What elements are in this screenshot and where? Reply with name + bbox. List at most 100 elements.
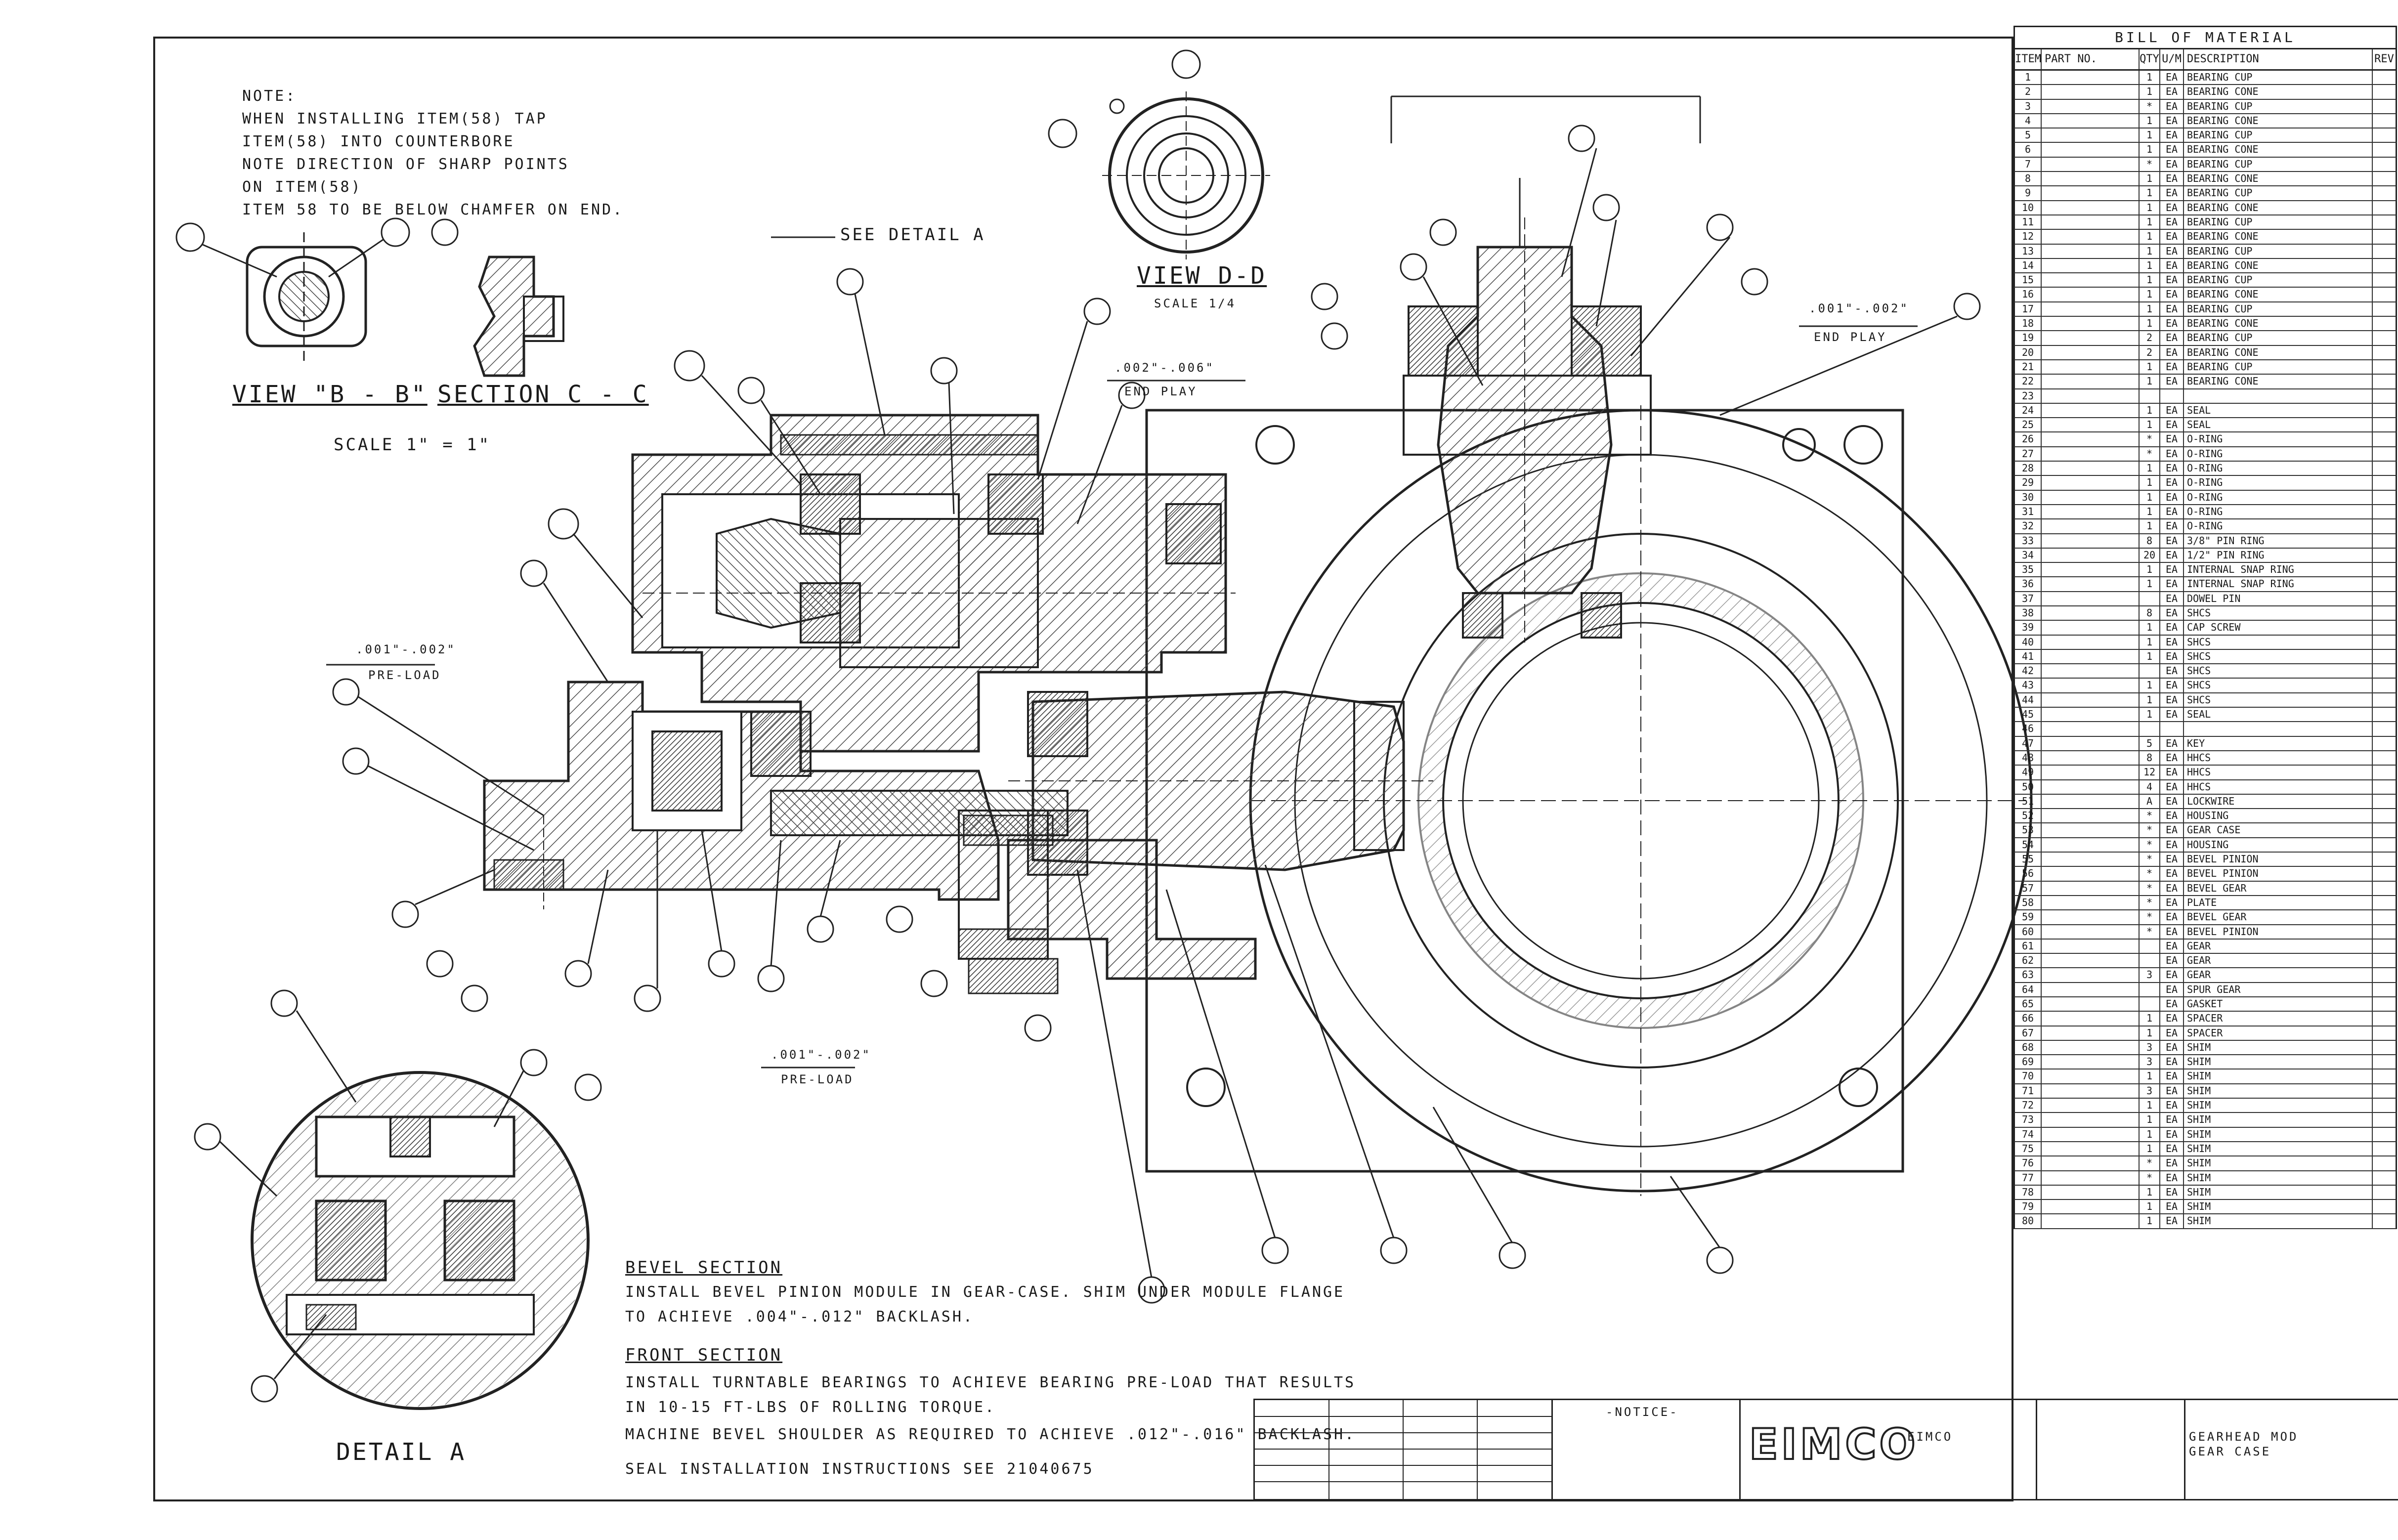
section-cc-label: SECTION C - C xyxy=(437,381,649,408)
bom-part xyxy=(2042,1099,2140,1112)
bom-um: EA xyxy=(2160,794,2184,809)
bom-um: EA xyxy=(2160,1156,2184,1170)
bom-item: 19 xyxy=(2015,331,2042,345)
bom-item: 20 xyxy=(2015,345,2042,359)
bom-desc: INTERNAL SNAP RING xyxy=(2184,563,2373,577)
bom-part xyxy=(2042,606,2140,620)
bom-qty: 1 xyxy=(2140,201,2160,214)
note-line-1: WHEN INSTALLING ITEM(58) TAP xyxy=(242,110,548,128)
bom-part xyxy=(2042,838,2140,852)
bom-um: EA xyxy=(2160,418,2184,432)
bom-qty: 1 xyxy=(2140,143,2160,157)
bom-part xyxy=(2042,592,2140,605)
bom-um: EA xyxy=(2160,679,2184,692)
pre-load-2-value: .001"-.002" xyxy=(771,1048,871,1062)
bom-qty: * xyxy=(2140,432,2160,446)
bom-um: EA xyxy=(2160,635,2184,649)
bom-qty: 5 xyxy=(2140,736,2160,750)
note-line-4: ON ITEM(58) xyxy=(242,178,362,196)
bom-rev xyxy=(2373,85,2396,98)
bom-rev xyxy=(2373,505,2396,518)
bom-um: EA xyxy=(2160,736,2184,750)
bom-desc: BEVEL PINION xyxy=(2184,867,2373,881)
bom-desc: LOCKWIRE xyxy=(2184,794,2373,809)
bom-rev xyxy=(2373,606,2396,620)
bom-item: 25 xyxy=(2015,418,2042,432)
bom-item: 49 xyxy=(2015,766,2042,779)
bom-qty: 1 xyxy=(2140,635,2160,649)
bom-part xyxy=(2042,1055,2140,1069)
bom-item: 29 xyxy=(2015,476,2042,490)
bom-um: EA xyxy=(2160,403,2184,418)
bom-part xyxy=(2042,331,2140,345)
bom-part xyxy=(2042,172,2140,186)
bom-qty: 1 xyxy=(2140,476,2160,490)
bom-rev xyxy=(2373,708,2396,721)
bom-qty xyxy=(2140,997,2160,1011)
bom-desc: BEARING CONE xyxy=(2184,375,2373,388)
bom-part xyxy=(2042,1127,2140,1141)
bom-part xyxy=(2042,722,2140,736)
bom-item: 48 xyxy=(2015,751,2042,765)
bom-rev xyxy=(2373,476,2396,489)
bom-desc: BEARING CONE xyxy=(2184,201,2373,214)
bom-desc: SHCS xyxy=(2184,649,2373,664)
bom-qty: * xyxy=(2140,838,2160,852)
bom-item: 74 xyxy=(2015,1127,2042,1141)
bom-item: 32 xyxy=(2015,519,2042,533)
bom-desc: HHCS xyxy=(2184,780,2373,794)
bom-part xyxy=(2042,534,2140,548)
bom-um: EA xyxy=(2160,606,2184,620)
bom-qty: * xyxy=(2140,157,2160,171)
bom-item: 10 xyxy=(2015,201,2042,214)
bom-um: EA xyxy=(2160,1113,2184,1127)
bom-qty: 1 xyxy=(2140,71,2160,85)
bom-item: 18 xyxy=(2015,317,2042,331)
bom-item: 78 xyxy=(2015,1185,2042,1199)
bom-rev xyxy=(2373,823,2396,837)
bom-item: 53 xyxy=(2015,823,2042,837)
bom-part xyxy=(2042,157,2140,171)
bom-item: 1 xyxy=(2015,71,2042,85)
bom-part xyxy=(2042,925,2140,939)
bom-rev xyxy=(2373,1200,2396,1213)
bom-desc: HOUSING xyxy=(2184,809,2373,823)
bom-header-um: U/M xyxy=(2160,49,2184,69)
bom-um: EA xyxy=(2160,1069,2184,1083)
bom-um: EA xyxy=(2160,85,2184,99)
bom-part xyxy=(2042,1040,2140,1055)
bom-part xyxy=(2042,375,2140,388)
bom-qty xyxy=(2140,983,2160,996)
bom-item: 2 xyxy=(2015,85,2042,99)
bom-um: EA xyxy=(2160,114,2184,128)
bom-qty: 1 xyxy=(2140,621,2160,635)
end-play-1-value: .002"-.006" xyxy=(1114,361,1215,375)
bom-desc: SHIM xyxy=(2184,1055,2373,1069)
bom-rev xyxy=(2373,288,2396,301)
bom-desc: SHIM xyxy=(2184,1200,2373,1214)
bevel-line-1: INSTALL BEVEL PINION MODULE IN GEAR-CASE… xyxy=(625,1283,1345,1301)
bom-qty: 8 xyxy=(2140,751,2160,765)
front-line-1: INSTALL TURNTABLE BEARINGS TO ACHIEVE BE… xyxy=(625,1374,1356,1391)
bom-part xyxy=(2042,462,2140,475)
bom-qty: 12 xyxy=(2140,766,2160,779)
bom-header-rev: REV xyxy=(2374,53,2394,65)
bom-desc: O-RING xyxy=(2184,476,2373,490)
bom-desc: SPACER xyxy=(2184,1012,2373,1026)
bom-um: EA xyxy=(2160,649,2184,664)
bom-rev xyxy=(2373,360,2396,374)
bom-um: EA xyxy=(2160,983,2184,996)
bom-qty: 1 xyxy=(2140,258,2160,273)
bom-desc: BEARING CONE xyxy=(2184,258,2373,273)
